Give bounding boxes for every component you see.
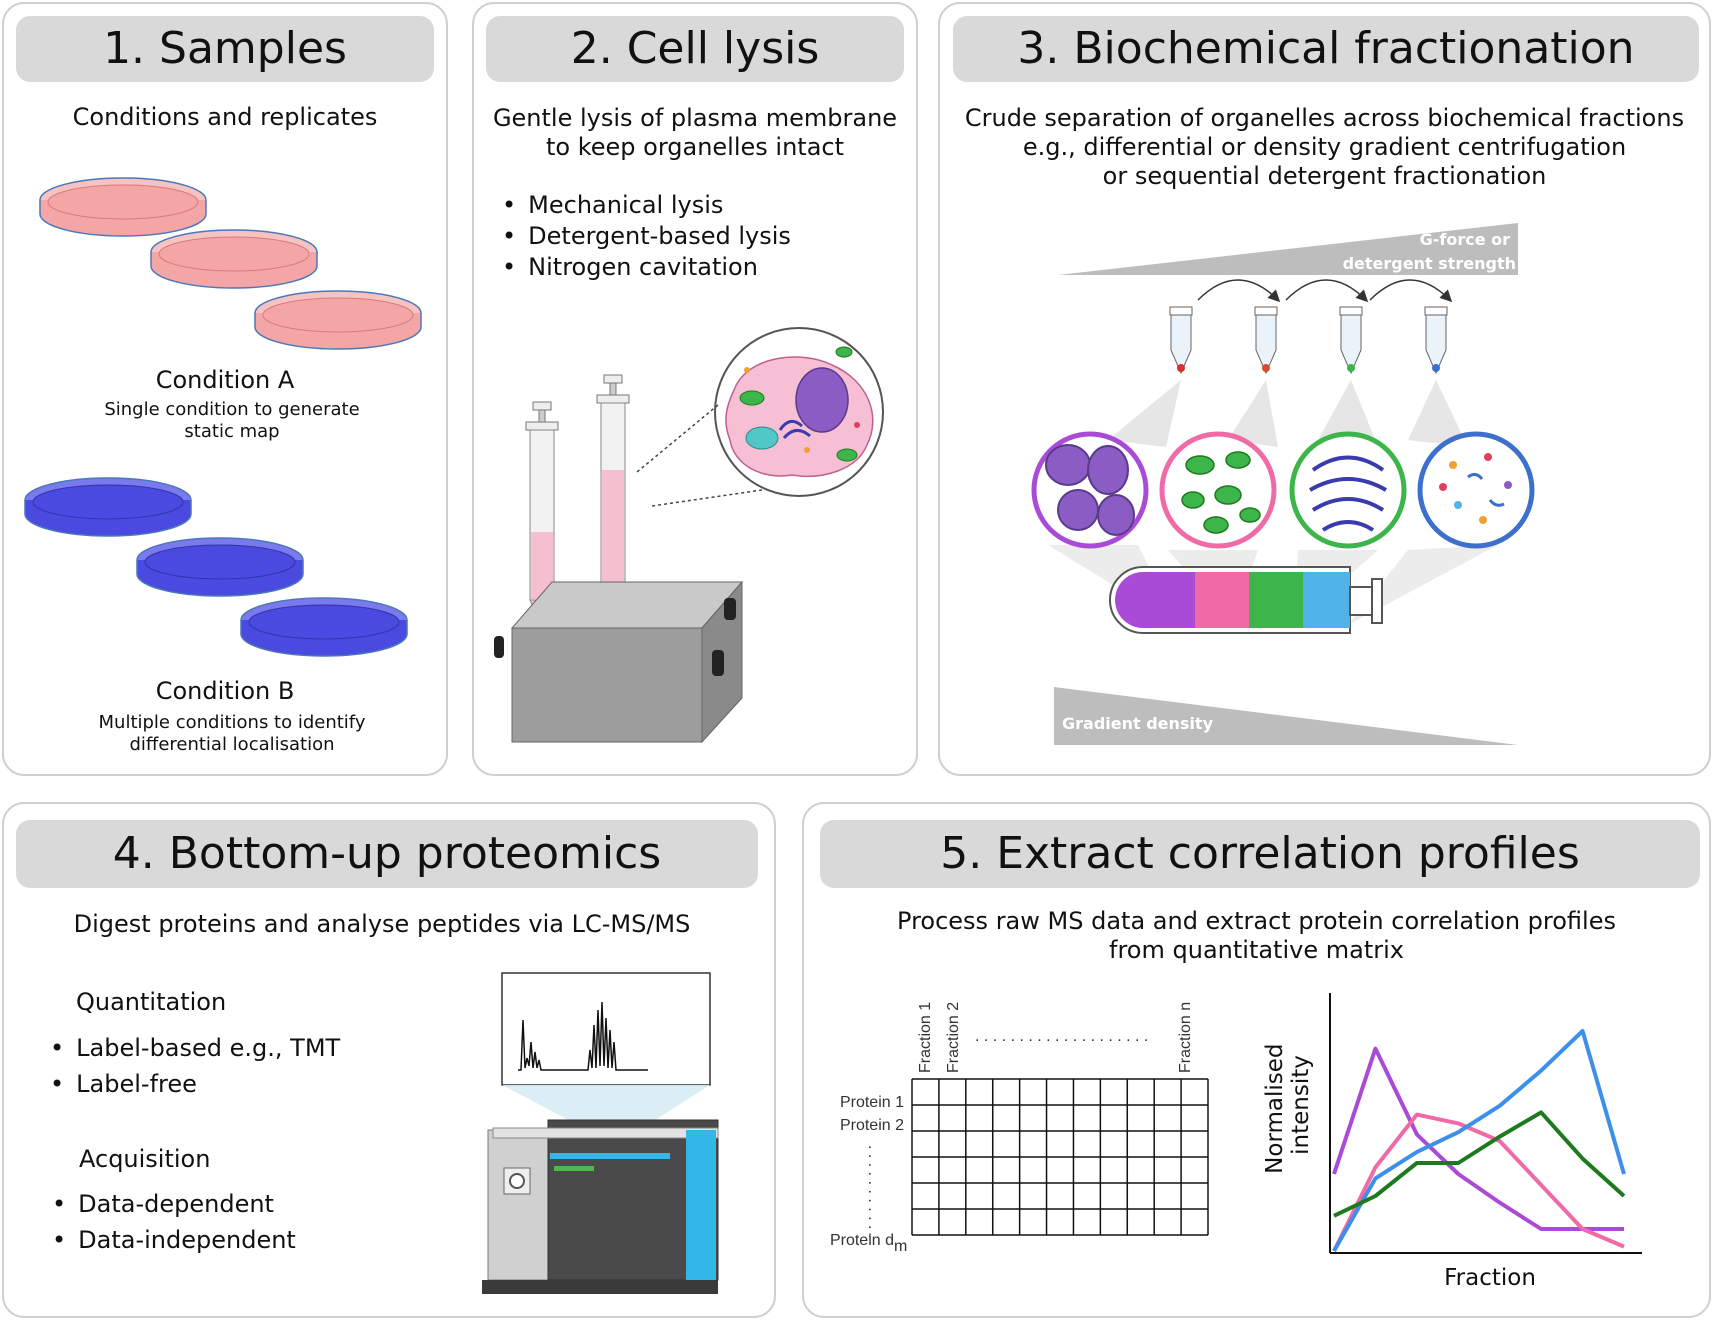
tube-3 <box>1339 306 1363 375</box>
quantitation-item: Label-free <box>50 1066 340 1102</box>
quantitation-list: Label-based e.g., TMT Label-free <box>50 1030 340 1102</box>
x-axis-label: Fraction <box>1444 1265 1536 1291</box>
lysis-desc-1: Gentle lysis of plasma membrane <box>492 104 898 132</box>
gforce-wedge <box>1058 223 1518 275</box>
series-line-4 <box>1333 1110 1626 1218</box>
quant-matrix: Fraction 1 Fraction 2 Fraction n . . . .… <box>830 1002 1209 1255</box>
mitochondrion-icon <box>836 448 858 462</box>
row-label-subscript: m <box>894 1238 907 1255</box>
vesicle-icon <box>744 367 750 373</box>
matrix-grid <box>911 1078 1209 1236</box>
col-label-fraction-n: Fraction n <box>1177 1002 1194 1073</box>
acquisition-item: Data-dependent <box>52 1186 296 1222</box>
dish-b-2 <box>136 537 304 597</box>
proteomics-title: 4. Bottom-up proteomics <box>16 820 758 888</box>
dish-a-2 <box>150 229 318 289</box>
row-label-protein-2: Protein 2 <box>840 1117 904 1134</box>
profiles-desc-1: Process raw MS data and extract protein … <box>897 907 1616 935</box>
condition-b-dishes <box>24 477 408 657</box>
quantitation-heading: Quantitation <box>76 988 227 1016</box>
tube-2 <box>1254 306 1278 375</box>
fraction-nuclei-circle <box>1031 431 1149 549</box>
lysis-title: 2. Cell lysis <box>486 16 904 82</box>
vesicle-icon <box>854 422 860 428</box>
lysis-method-item: Mechanical lysis <box>502 190 791 221</box>
y-axis-label: Normalised intensity <box>1262 1036 1314 1174</box>
acquisition-heading: Acquisition <box>79 1145 211 1173</box>
quantitation-item: Label-based e.g., TMT <box>50 1030 340 1066</box>
gradient-wedge <box>1054 687 1518 745</box>
spectrum-icon <box>518 1001 648 1071</box>
tube-4 <box>1424 306 1448 375</box>
correlation-profile-chart: Fraction Normalised intensity <box>1262 993 1642 1291</box>
condition-a-desc-2: static map <box>184 421 280 442</box>
condition-b-desc-1: Multiple conditions to identify <box>98 712 366 733</box>
dish-b-3 <box>240 597 408 657</box>
condition-a-desc-1: Single condition to generate <box>104 399 360 420</box>
fractionation-desc-1: Crude separation of organelles across bi… <box>964 104 1685 132</box>
col-label-fraction-1: Fraction 1 <box>917 1002 934 1073</box>
syringe-right <box>596 374 630 647</box>
dish-a-1 <box>39 177 207 237</box>
proteomics-desc: Digest proteins and analyse peptides via… <box>73 910 691 938</box>
homogeniser-block <box>494 580 744 744</box>
acquisition-item: Data-independent <box>52 1222 296 1258</box>
col-ellipsis: . . . . . . . . . . . . . . . . . . . . <box>975 1028 1148 1045</box>
fraction-er-circle <box>1289 431 1407 549</box>
series-line-3 <box>1332 1029 1626 1252</box>
series-line-1 <box>1332 1046 1624 1231</box>
y-axis-label-line-1: Normalised <box>1262 1043 1288 1173</box>
condition-a-dishes <box>39 177 422 350</box>
profiles-desc-2: from quantitative matrix <box>1109 936 1404 964</box>
panel-profiles <box>802 802 1711 1318</box>
gradient-label: Gradient density <box>1062 714 1214 733</box>
panel-fractionation <box>938 2 1711 776</box>
dish-b-1 <box>24 477 192 537</box>
condition-a-label: Condition A <box>155 366 295 394</box>
fraction-cytosol-circle <box>1417 431 1535 549</box>
mass-spectrometer-illustration <box>482 972 719 1294</box>
lysis-method-item: Detergent-based lysis <box>502 221 791 252</box>
lysis-desc-2: to keep organelles intact <box>545 133 845 161</box>
gradient-tube <box>1109 566 1383 634</box>
gforce-label-2: detergent strength <box>1343 254 1516 273</box>
col-label-fraction-2: Fraction 2 <box>945 1002 962 1073</box>
row-label-protein-1: Protein 1 <box>840 1094 904 1111</box>
row-ellipsis: . . . . . . . . . . . <box>865 1145 882 1238</box>
condition-b-label: Condition B <box>155 677 295 705</box>
fractionation-illustration: G-force or detergent strength <box>1031 223 1535 745</box>
mitochondrion-icon <box>835 346 853 358</box>
gforce-label-1: G-force or <box>1420 230 1511 249</box>
fractionation-desc-2: e.g., differential or density gradient c… <box>1022 133 1627 161</box>
tube-1 <box>1169 306 1193 375</box>
vesicle-icon <box>804 447 810 453</box>
acquisition-list: Data-dependent Data-independent <box>52 1186 296 1258</box>
samples-subtitle: Conditions and replicates <box>72 103 378 131</box>
lysis-method-item: Nitrogen cavitation <box>502 252 791 283</box>
series-line-2 <box>1332 1112 1625 1252</box>
mitochondrion-icon <box>739 390 765 406</box>
golgi-icon <box>778 419 811 440</box>
fractionation-desc-3: or sequential detergent fractionation <box>1102 162 1547 190</box>
dish-a-3 <box>254 290 422 350</box>
homogeniser-illustration <box>494 327 884 744</box>
samples-title: 1. Samples <box>16 16 434 82</box>
lysis-methods-list: Mechanical lysis Detergent-based lysis N… <box>502 190 791 283</box>
row-label-protein-d: Protein d <box>830 1232 894 1249</box>
fractionation-title: 3. Biochemical fractionation <box>953 16 1699 82</box>
profiles-title: 5. Extract correlation profiles <box>820 820 1700 888</box>
series-layer <box>1332 1029 1626 1252</box>
nucleus-icon <box>795 367 849 433</box>
condition-b-desc-2: differential localisation <box>129 734 335 755</box>
y-axis-label-line-2: intensity <box>1288 1055 1314 1155</box>
fraction-mitochondria-circle <box>1159 431 1277 549</box>
vacuole-icon <box>745 426 779 450</box>
